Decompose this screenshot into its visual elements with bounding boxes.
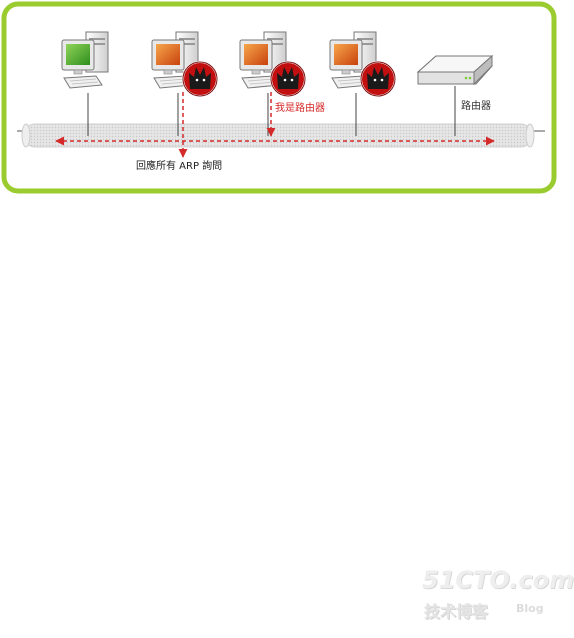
router-icon <box>416 54 494 86</box>
attacker-claim-label: 我是路由器 <box>275 103 325 114</box>
hacker-badge-icon <box>270 61 306 97</box>
network-diagram <box>1 1 557 194</box>
hacker-badge-icon <box>182 61 218 97</box>
computer-icon <box>151 31 199 89</box>
watermark: 51CTO.com 技术博客 Blog <box>418 566 574 630</box>
watermark-blog: Blog <box>516 602 544 615</box>
computer-icon <box>61 31 109 89</box>
reply-all-arp-label: 回應所有 ARP 詢問 <box>136 161 223 172</box>
hacker-badge-icon <box>360 61 396 97</box>
router-label: 路由器 <box>461 101 491 112</box>
computer-icon <box>329 31 377 89</box>
watermark-brand: 51CTO.com <box>422 566 574 594</box>
network-bus <box>17 123 545 148</box>
computer-icon <box>239 31 287 89</box>
watermark-subtitle: 技术博客 <box>424 602 489 621</box>
